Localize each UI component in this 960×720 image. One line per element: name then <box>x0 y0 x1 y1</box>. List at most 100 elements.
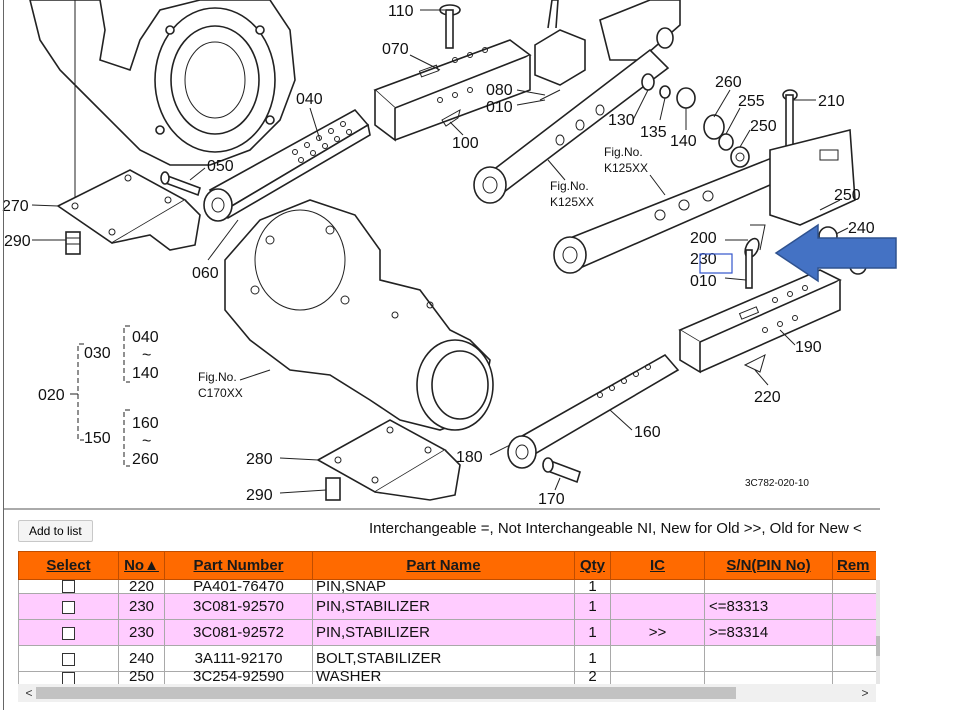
callout-180: 180 <box>456 449 483 466</box>
cell-no: 230 <box>118 619 165 646</box>
plate-270 <box>56 169 201 255</box>
cell-part-name: PIN,STABILIZER <box>312 619 575 646</box>
scroll-right-arrow-icon[interactable]: > <box>861 686 869 700</box>
callout-070: 070 <box>382 41 409 58</box>
interchangeability-legend: Interchangeable =, Not Interchangeable N… <box>369 520 862 537</box>
diagram-code: 3C782-020-10 <box>745 478 809 489</box>
panel-divider <box>4 508 880 510</box>
assembly-tree: 020 030 150 040 ~ 140 160 ~ 260 <box>38 325 159 468</box>
fig-references: Fig.No. K125XX Fig.No. K125XX Fig.No. C1… <box>198 145 648 400</box>
callout-110: 110 <box>388 3 414 20</box>
cell-part-number: 3C081-92572 <box>164 619 313 646</box>
cell-no: 220 <box>118 579 165 594</box>
tree-node-160: 160 <box>132 415 159 432</box>
callout-200: 200 <box>690 230 717 247</box>
cell-remarks <box>832 671 876 684</box>
callout-100: 100 <box>452 135 479 152</box>
callout-270: 270 <box>2 198 29 215</box>
col-sn-pin[interactable]: S/N(PIN No) <box>704 551 833 580</box>
cell-ic <box>610 645 705 672</box>
callout-130: 130 <box>608 112 635 129</box>
cell-qty: 1 <box>574 619 611 646</box>
callout-260: 260 <box>715 74 742 91</box>
callout-010: 010 <box>486 99 513 116</box>
cell-sn: <=83313 <box>704 593 833 620</box>
scroll-left-arrow-icon[interactable]: < <box>25 686 33 700</box>
select-checkbox[interactable] <box>62 652 75 666</box>
callout-010b: 010 <box>690 273 717 290</box>
select-checkbox[interactable] <box>62 672 75 684</box>
col-no-sort[interactable]: No▲ <box>118 551 165 580</box>
callout-220: 220 <box>754 389 781 406</box>
row-select-cell[interactable] <box>18 593 119 620</box>
cell-remarks <box>832 593 876 620</box>
row-select-cell[interactable] <box>18 619 119 646</box>
tree-node-030: 030 <box>84 345 111 362</box>
cell-ic <box>610 671 705 684</box>
cell-qty: 1 <box>574 593 611 620</box>
cell-sn <box>704 671 833 684</box>
cell-qty: 1 <box>574 645 611 672</box>
cell-remarks <box>832 645 876 672</box>
cell-ic <box>610 579 705 594</box>
cell-no: 250 <box>118 669 165 684</box>
cell-ic: >> <box>610 619 705 646</box>
callout-250: 250 <box>750 118 777 135</box>
tube-190 <box>678 269 842 374</box>
col-ic[interactable]: IC <box>610 551 705 580</box>
col-remarks[interactable]: Rem <box>832 551 876 580</box>
pointer-arrow-icon <box>774 223 897 283</box>
pin-080 <box>539 89 561 101</box>
select-checkbox[interactable] <box>62 580 75 593</box>
gear-housing-center <box>224 199 494 431</box>
callout-255: 255 <box>738 93 765 110</box>
tree-node-150: 150 <box>84 430 111 447</box>
cell-sn <box>704 645 833 672</box>
bracket-upper <box>534 0 681 86</box>
cell-part-name: PIN,STABILIZER <box>312 593 575 620</box>
horizontal-scrollbar[interactable]: < > <box>18 684 876 702</box>
cell-qty: 2 <box>574 669 611 684</box>
gear-housing-top <box>29 0 296 210</box>
table-row[interactable]: 230 3C081-92570 PIN,STABILIZER 1 <=83313 <box>18 593 876 620</box>
cell-part-name: PIN,SNAP <box>312 579 575 594</box>
plate-280 <box>316 419 461 501</box>
select-checkbox[interactable] <box>62 600 75 614</box>
fig-ref-code: K125XX <box>550 195 594 209</box>
vertical-scroll-thumb[interactable] <box>876 636 880 656</box>
bolt-050 <box>160 171 201 197</box>
table-row[interactable]: 240 3A111-92170 BOLT,STABILIZER 1 <box>18 645 876 672</box>
col-qty[interactable]: Qty <box>574 551 611 580</box>
table-row[interactable]: 220 PA401-76470 PIN,SNAP 1 <box>18 579 876 594</box>
cell-part-name: WASHER <box>312 669 575 684</box>
row-select-cell[interactable] <box>18 671 119 684</box>
add-to-list-button[interactable]: Add to list <box>18 520 93 542</box>
cell-no: 230 <box>118 593 165 620</box>
cell-qty: 1 <box>574 579 611 594</box>
table-row[interactable]: 230 3C081-92572 PIN,STABILIZER 1 >> >=83… <box>18 619 876 646</box>
callout-190: 190 <box>795 339 822 356</box>
leader-lines <box>31 9 849 494</box>
horizontal-scroll-thumb[interactable] <box>36 687 736 699</box>
highlight-box-230 <box>699 253 733 274</box>
vertical-scrollbar[interactable] <box>876 580 880 684</box>
col-part-number[interactable]: Part Number <box>164 551 313 580</box>
col-select[interactable]: Select <box>18 551 119 580</box>
cell-no: 240 <box>118 645 165 672</box>
callout-050: 050 <box>207 158 234 175</box>
fig-ref-label: Fig.No. <box>550 179 589 193</box>
pin-230 <box>744 224 766 289</box>
table-header: Select No▲ Part Number Part Name Qty IC … <box>18 551 876 580</box>
select-checkbox[interactable] <box>62 626 75 640</box>
fig-ref-code: C170XX <box>198 386 243 400</box>
callout-060: 060 <box>192 265 219 282</box>
tree-node-040: 040 <box>132 329 159 346</box>
callout-140: 140 <box>670 133 697 150</box>
cell-part-name: BOLT,STABILIZER <box>312 645 575 672</box>
row-select-cell[interactable] <box>18 579 119 594</box>
row-select-cell[interactable] <box>18 645 119 672</box>
tree-node-140: 140 <box>132 365 159 382</box>
table-row[interactable]: 250 3C254-92590 WASHER 2 <box>18 669 876 684</box>
cell-sn: >=83314 <box>704 619 833 646</box>
col-part-name[interactable]: Part Name <box>312 551 575 580</box>
